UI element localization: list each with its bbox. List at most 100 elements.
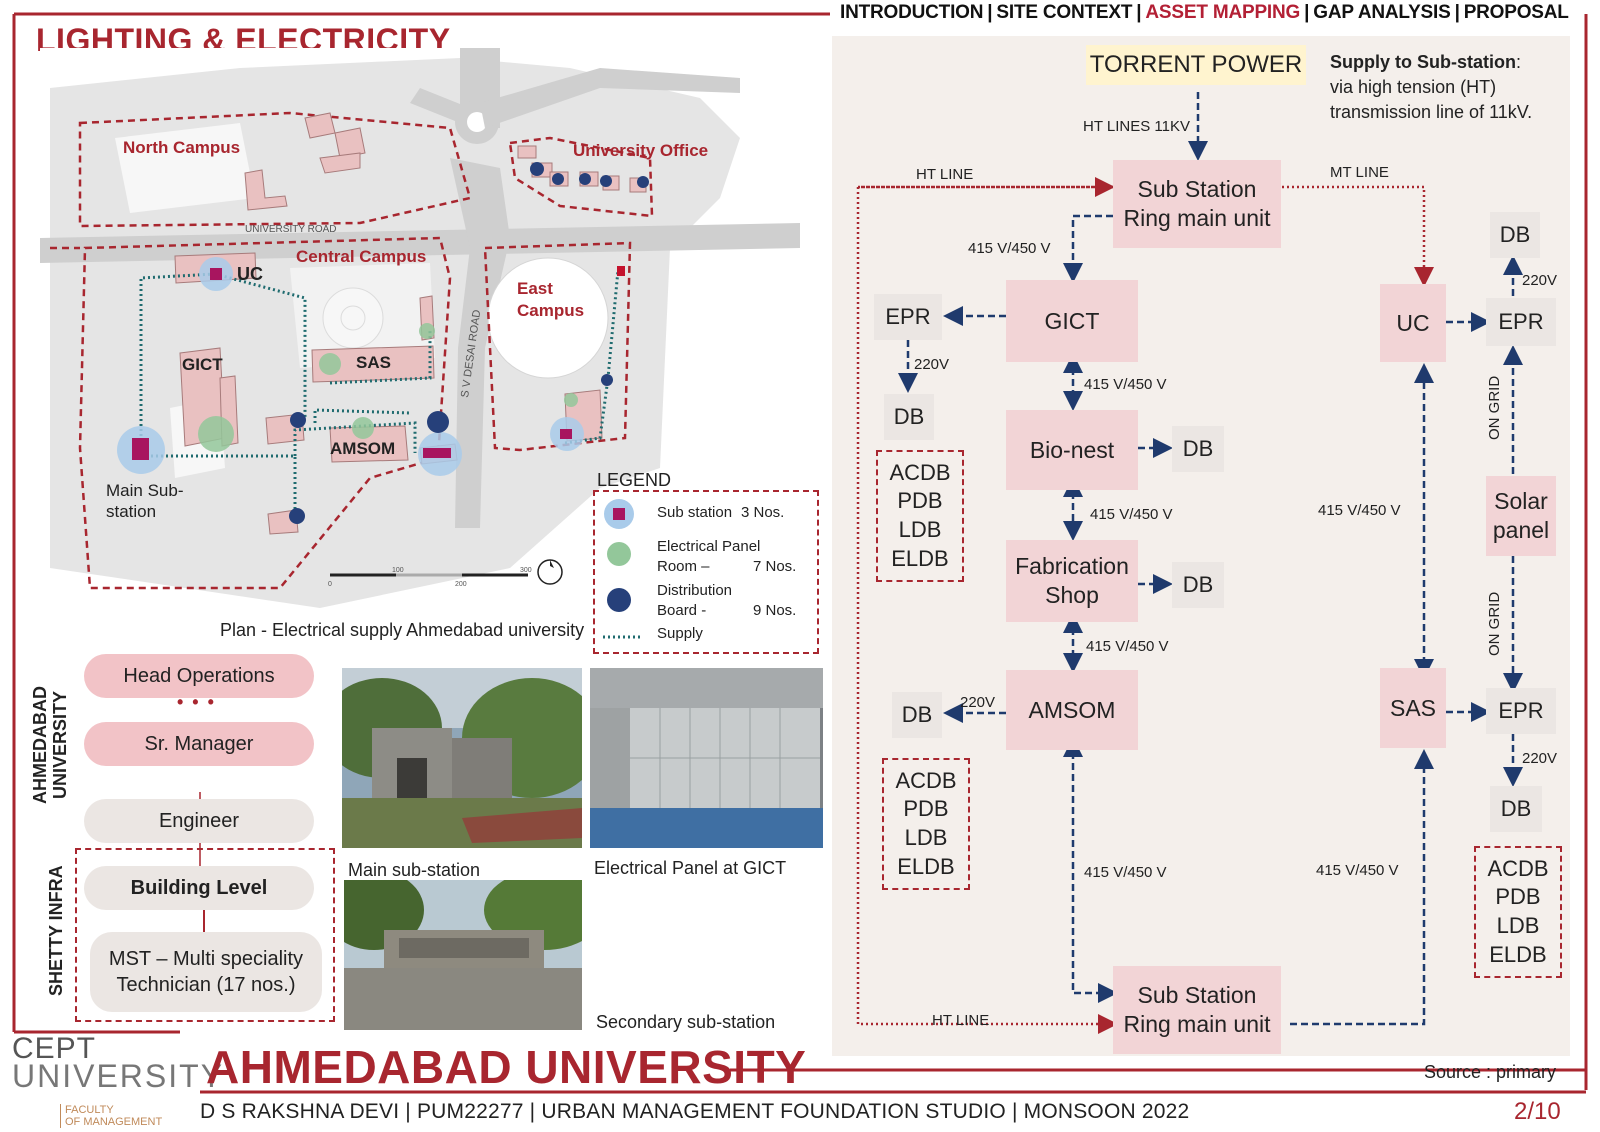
label-ht-line-bottom: HT LINE xyxy=(932,1012,990,1029)
label-220v-uc: 220V xyxy=(1522,272,1558,289)
db-list-item: ELDB xyxy=(897,853,955,879)
nav-separator: | xyxy=(1304,2,1310,23)
legend-panel-label-1: Electrical Panel xyxy=(657,538,761,555)
db-list-amsom: ACDB PDB LDB ELDB xyxy=(882,758,970,890)
map-label-north-campus: North Campus xyxy=(123,138,240,157)
node-db-amsom: DB xyxy=(892,692,942,738)
db-list-item: PDB xyxy=(1495,884,1541,910)
substation-bottom: Sub Station Ring main unit xyxy=(1113,966,1281,1054)
map-label-university-road: UNIVERSITY ROAD xyxy=(245,224,337,235)
substation-line: Ring main unit xyxy=(1123,1011,1271,1037)
label-voltage-amsom-lower: 415 V/450 V xyxy=(1084,864,1167,881)
map-label-east-campus-2: Campus xyxy=(517,301,584,320)
legend-box: Sub station 3 Nos. Electrical Panel Room… xyxy=(593,490,819,654)
nav-separator: | xyxy=(1454,2,1460,23)
photo-caption-panel: Electrical Panel at GICT xyxy=(594,858,787,878)
org-mst-line: Technician (17 nos.) xyxy=(116,974,296,996)
org-building-level-box xyxy=(75,848,335,1022)
torrent-power-box: TORRENT POWER xyxy=(1086,45,1306,85)
map-label-uc: UC xyxy=(237,264,263,284)
legend-db-count: 9 Nos. xyxy=(753,602,797,619)
campus-electrical-map: North Campus University Office UNIVERSIT… xyxy=(40,48,810,648)
label-voltage-amsom: 415 V/450 V xyxy=(1086,638,1169,655)
footer-title: AHMEDABAD UNIVERSITY xyxy=(206,1041,807,1093)
substation-line: Sub Station xyxy=(1137,176,1257,203)
legend-db-label-2: Board - xyxy=(657,602,707,619)
org-mst-line: MST – Multi speciality xyxy=(108,948,304,970)
map-label-amsom: AMSOM xyxy=(330,439,395,458)
photo-caption-main: Main sub-station xyxy=(348,860,481,880)
node-epr-sas: EPR xyxy=(1486,688,1556,734)
supply-note-colon: : xyxy=(1516,52,1522,72)
label-voltage-uc-sas: 415 V/450 V xyxy=(1318,502,1401,519)
label-mt-line: MT LINE xyxy=(1330,164,1389,181)
nav-site-context[interactable]: SITE CONTEXT xyxy=(996,2,1133,23)
legend-panel-label-2: Room – xyxy=(657,558,710,575)
node-epr-gict: EPR xyxy=(874,294,942,340)
faculty-line: FACULTY xyxy=(65,1104,114,1116)
substation-top: Sub Station Ring main unit xyxy=(1113,160,1281,248)
supply-note-bold: Supply to Sub-station xyxy=(1330,52,1516,72)
label-220v-amsom: 220V xyxy=(960,694,996,711)
org-engineer: Engineer xyxy=(84,799,314,843)
node-fabrication-shop: Fabrication Shop xyxy=(1006,540,1138,622)
label-on-grid-bottom: ON GRID xyxy=(1486,591,1503,656)
node-line: Solar xyxy=(1494,488,1548,515)
node-bionest: Bio-nest xyxy=(1006,410,1138,490)
db-list-sas: ACDB PDB LDB ELDB xyxy=(1474,846,1562,978)
nav-proposal[interactable]: PROPOSAL xyxy=(1463,2,1569,23)
supply-note: Supply to Sub-station: via high tension … xyxy=(1330,50,1532,125)
legend-substation-label: Sub station xyxy=(657,504,733,521)
org-mst-technicians: MST – Multi speciality Technician (17 no… xyxy=(90,932,322,1012)
substation-line: Ring main unit xyxy=(1123,205,1271,231)
node-db-sas: DB xyxy=(1490,786,1542,832)
db-list-item: ACDB xyxy=(1487,855,1549,881)
scale-tick: 0 xyxy=(328,581,332,588)
cept-logo-faculty: FACULTY OF MANAGEMENT xyxy=(60,1104,162,1128)
node-db-uc: DB xyxy=(1490,212,1540,258)
legend-symbols xyxy=(603,499,643,639)
map-label-university-office: University Office xyxy=(573,141,708,160)
node-line: panel xyxy=(1492,517,1550,543)
org-connector xyxy=(203,910,205,932)
node-db-fabrication: DB xyxy=(1172,562,1224,608)
db-list-item: PDB xyxy=(903,796,949,822)
photo-electrical-panel xyxy=(590,668,823,848)
footer-credits: D S RAKSHNA DEVI | PUM22277 | URBAN MANA… xyxy=(200,1100,1190,1123)
label-ht-line-top: HT LINE xyxy=(916,166,974,183)
substation-line: Sub Station xyxy=(1137,982,1257,1009)
distribution-board-icon xyxy=(607,588,631,612)
cept-logo-line1: CEPT xyxy=(12,1032,97,1065)
label-220v-sas: 220V xyxy=(1522,750,1558,767)
legend-substation-count: 3 Nos. xyxy=(741,504,785,521)
node-sas: SAS xyxy=(1380,668,1446,748)
legend-db-label-1: Distribution xyxy=(657,582,733,599)
map-label-sas: SAS xyxy=(356,353,391,372)
node-db-gict: DB xyxy=(884,394,934,440)
map-label-gict: GICT xyxy=(182,355,223,374)
map-caption: Plan - Electrical supply Ahmedabad unive… xyxy=(220,620,585,640)
org-building-level: Building Level xyxy=(84,866,314,910)
nav-introduction[interactable]: INTRODUCTION xyxy=(840,2,984,23)
supply-note-line: via high tension (HT) xyxy=(1330,77,1497,97)
scale-tick: 300 xyxy=(520,567,532,574)
node-gict: GICT xyxy=(1006,280,1138,362)
photo-main-substation xyxy=(342,668,582,848)
top-navigation: INTRODUCTION|SITE CONTEXT|ASSET MAPPING|… xyxy=(838,2,1571,24)
org-sr-manager: Sr. Manager xyxy=(84,722,314,766)
db-list-gict: ACDB PDB LDB ELDB xyxy=(876,450,964,582)
legend-title: LEGEND xyxy=(597,470,672,490)
label-voltage-bionest: 415 V/450 V xyxy=(1084,376,1167,393)
supply-note-line: transmission line of 11kV. xyxy=(1330,102,1533,122)
nav-gap-analysis[interactable]: GAP ANALYSIS xyxy=(1313,2,1451,23)
nav-asset-mapping[interactable]: ASSET MAPPING xyxy=(1145,2,1301,23)
node-line: Shop xyxy=(1045,582,1099,608)
scale-bar: 0 100 200 300 xyxy=(328,559,563,588)
photo-caption-secondary: Secondary sub-station xyxy=(596,1012,776,1032)
db-list-item: LDB xyxy=(1496,913,1540,938)
scale-tick: 100 xyxy=(392,567,404,574)
faculty-line: OF MANAGEMENT xyxy=(65,1116,163,1128)
label-220v-gict: 220V xyxy=(914,356,950,373)
org-ellipsis: • • • xyxy=(177,692,216,712)
